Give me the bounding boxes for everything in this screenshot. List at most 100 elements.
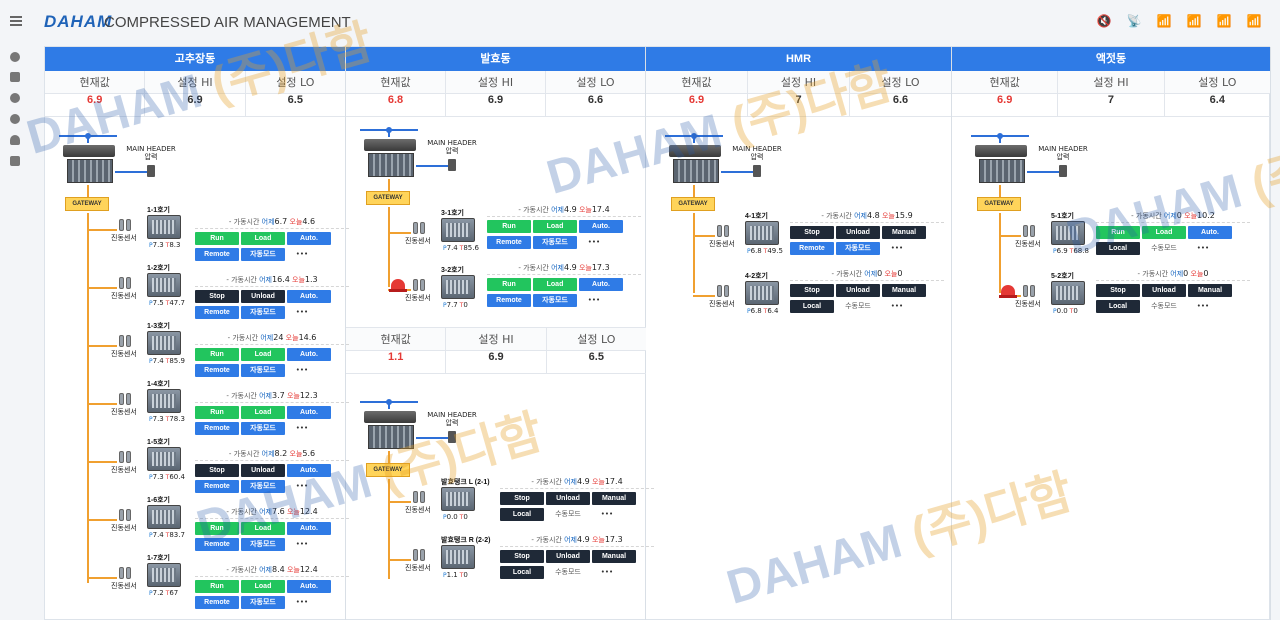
- satellite-icon[interactable]: 📡: [1126, 14, 1142, 28]
- logout-icon[interactable]: [10, 156, 20, 166]
- load-state-button[interactable]: Load: [533, 278, 577, 291]
- compressor-icon[interactable]: [147, 447, 181, 471]
- compressor-icon[interactable]: [147, 215, 181, 239]
- mode-state-button[interactable]: Auto.: [579, 220, 623, 233]
- compressor-icon[interactable]: [147, 505, 181, 529]
- run-state-button[interactable]: Run: [195, 580, 239, 593]
- load-state-button[interactable]: Load: [241, 406, 285, 419]
- signal-icon[interactable]: 📶: [1216, 14, 1232, 28]
- more-button[interactable]: •••: [587, 238, 601, 246]
- run-state-button[interactable]: Run: [487, 278, 531, 291]
- compressor-icon[interactable]: [147, 389, 181, 413]
- signal-icon[interactable]: 📶: [1186, 14, 1202, 28]
- remote-local-button[interactable]: Remote: [487, 294, 531, 307]
- mode-state-button[interactable]: Manual: [592, 550, 636, 563]
- remote-local-button[interactable]: Local: [1096, 300, 1140, 313]
- run-state-button[interactable]: Run: [487, 220, 531, 233]
- auto-manual-button[interactable]: 자동모드: [241, 422, 285, 435]
- auto-manual-button[interactable]: 자동모드: [241, 364, 285, 377]
- more-button[interactable]: •••: [587, 296, 601, 304]
- auto-manual-button[interactable]: 자동모드: [241, 306, 285, 319]
- run-state-button[interactable]: Stop: [1096, 284, 1140, 297]
- more-button[interactable]: •••: [890, 244, 904, 252]
- mode-state-button[interactable]: Manual: [1188, 284, 1232, 297]
- remote-local-button[interactable]: Local: [500, 566, 544, 579]
- remote-local-button[interactable]: Local: [790, 300, 834, 313]
- more-button[interactable]: •••: [1196, 244, 1210, 252]
- auto-manual-button[interactable]: 자동모드: [241, 480, 285, 493]
- load-state-button[interactable]: Unload: [546, 492, 590, 505]
- mode-state-button[interactable]: Auto.: [579, 278, 623, 291]
- run-state-button[interactable]: Stop: [195, 464, 239, 477]
- more-button[interactable]: •••: [600, 568, 614, 576]
- run-state-button[interactable]: Stop: [195, 290, 239, 303]
- mode-state-button[interactable]: Auto.: [287, 464, 331, 477]
- user-icon[interactable]: [10, 135, 20, 145]
- more-button[interactable]: •••: [295, 250, 309, 258]
- load-state-button[interactable]: Unload: [546, 550, 590, 563]
- remote-local-button[interactable]: Remote: [195, 364, 239, 377]
- signal-icon[interactable]: 📶: [1246, 14, 1262, 28]
- load-state-button[interactable]: Load: [533, 220, 577, 233]
- mode-state-button[interactable]: Manual: [592, 492, 636, 505]
- remote-local-button[interactable]: Remote: [195, 480, 239, 493]
- load-state-button[interactable]: Load: [241, 522, 285, 535]
- auto-manual-button[interactable]: 자동모드: [241, 538, 285, 551]
- compressor-icon[interactable]: [147, 331, 181, 355]
- run-state-button[interactable]: Run: [195, 232, 239, 245]
- auto-manual-button[interactable]: 수동모드: [1142, 242, 1186, 255]
- menu-icon[interactable]: [10, 16, 22, 26]
- compressor-icon[interactable]: [1051, 221, 1085, 245]
- load-state-button[interactable]: Unload: [836, 226, 880, 239]
- more-button[interactable]: •••: [295, 366, 309, 374]
- mode-state-button[interactable]: Auto.: [287, 580, 331, 593]
- compressor-icon[interactable]: [147, 273, 181, 297]
- calendar-icon[interactable]: [10, 72, 20, 82]
- more-button[interactable]: •••: [295, 424, 309, 432]
- more-button[interactable]: •••: [295, 482, 309, 490]
- load-state-button[interactable]: Load: [241, 580, 285, 593]
- load-state-button[interactable]: Unload: [1142, 284, 1186, 297]
- load-state-button[interactable]: Load: [241, 232, 285, 245]
- mode-state-button[interactable]: Auto.: [287, 290, 331, 303]
- auto-manual-button[interactable]: 자동모드: [836, 242, 880, 255]
- mode-state-button[interactable]: Auto.: [1188, 226, 1232, 239]
- signal-icon[interactable]: 📶: [1156, 14, 1172, 28]
- auto-manual-button[interactable]: 자동모드: [241, 248, 285, 261]
- load-state-button[interactable]: Unload: [241, 290, 285, 303]
- load-state-button[interactable]: Unload: [241, 464, 285, 477]
- run-state-button[interactable]: Run: [195, 522, 239, 535]
- more-button[interactable]: •••: [295, 540, 309, 548]
- compressor-icon[interactable]: [441, 545, 475, 569]
- run-state-button[interactable]: Run: [195, 406, 239, 419]
- compressor-icon[interactable]: [441, 275, 475, 299]
- mode-state-button[interactable]: Manual: [882, 226, 926, 239]
- load-state-button[interactable]: Unload: [836, 284, 880, 297]
- run-state-button[interactable]: Stop: [790, 284, 834, 297]
- compressor-icon[interactable]: [745, 281, 779, 305]
- auto-manual-button[interactable]: 수동모드: [546, 566, 590, 579]
- compressor-icon[interactable]: [147, 563, 181, 587]
- remote-local-button[interactable]: Remote: [195, 248, 239, 261]
- load-state-button[interactable]: Load: [1142, 226, 1186, 239]
- gear-icon[interactable]: [10, 114, 20, 124]
- compressor-icon[interactable]: [1051, 281, 1085, 305]
- compressor-icon[interactable]: [441, 487, 475, 511]
- compressor-icon[interactable]: [441, 218, 475, 242]
- run-state-button[interactable]: Run: [195, 348, 239, 361]
- auto-manual-button[interactable]: 자동모드: [241, 596, 285, 609]
- mode-state-button[interactable]: Auto.: [287, 522, 331, 535]
- auto-manual-button[interactable]: 수동모드: [836, 300, 880, 313]
- globe-icon[interactable]: [10, 52, 20, 62]
- mode-state-button[interactable]: Auto.: [287, 348, 331, 361]
- remote-local-button[interactable]: Remote: [195, 306, 239, 319]
- more-button[interactable]: •••: [1196, 302, 1210, 310]
- mute-icon[interactable]: 🔇: [1096, 14, 1112, 28]
- remote-local-button[interactable]: Local: [1096, 242, 1140, 255]
- run-state-button[interactable]: Stop: [790, 226, 834, 239]
- compressor-icon[interactable]: [745, 221, 779, 245]
- remote-local-button[interactable]: Local: [500, 508, 544, 521]
- remote-local-button[interactable]: Remote: [195, 538, 239, 551]
- more-button[interactable]: •••: [600, 510, 614, 518]
- more-button[interactable]: •••: [890, 302, 904, 310]
